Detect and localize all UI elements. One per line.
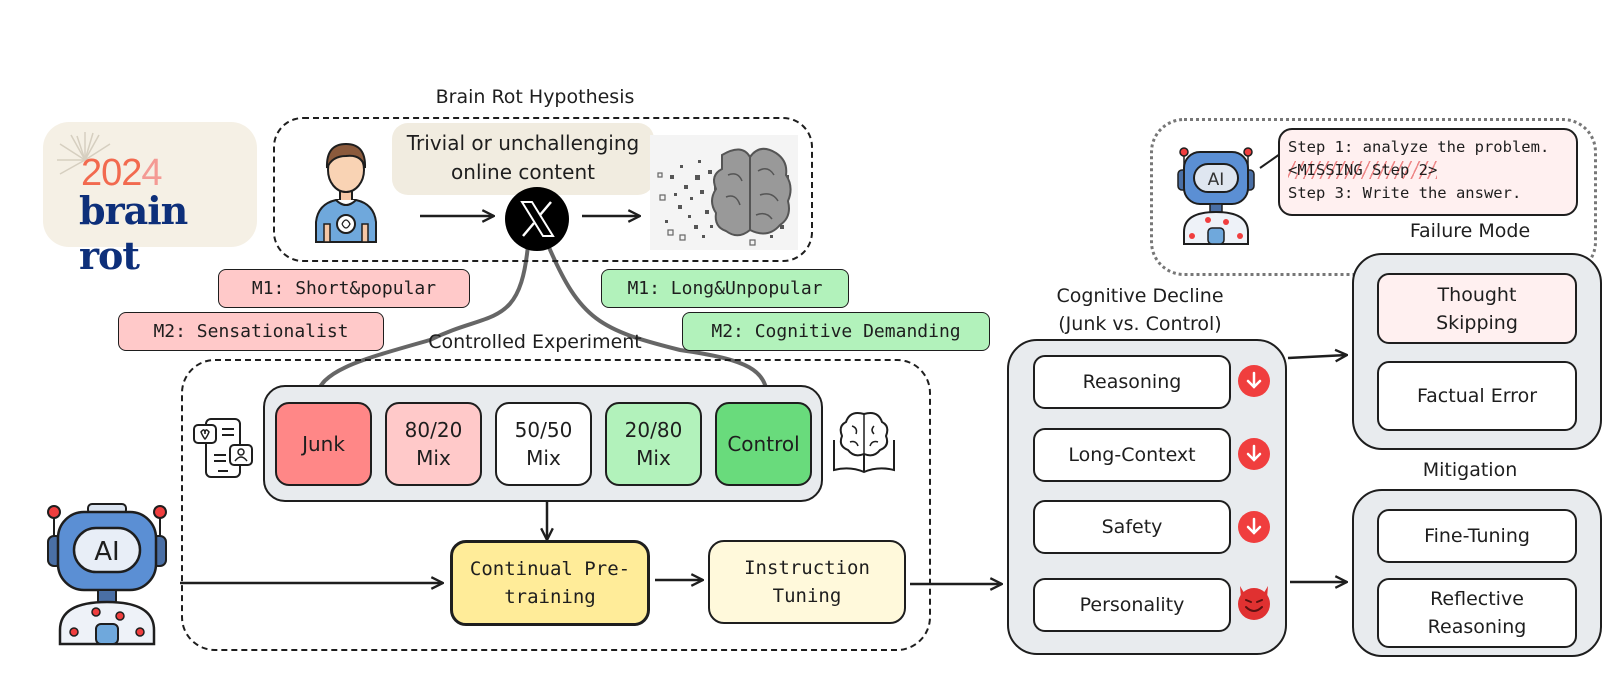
down-arrow-icon bbox=[1238, 365, 1270, 397]
control-metric-m1-tag: M1: Long&Unpopular bbox=[601, 269, 849, 308]
mixture-control-line1: Control bbox=[727, 432, 800, 456]
instruction-line1: Instruction bbox=[744, 557, 870, 579]
failure-item-line1: Thought bbox=[1437, 283, 1517, 306]
decline-item-label: Safety bbox=[1101, 516, 1163, 538]
ai-robot-icon: AI bbox=[47, 503, 167, 646]
mitigation-item-line1: Fine-Tuning bbox=[1424, 525, 1530, 547]
failure-mode-title: Failure Mode bbox=[1409, 220, 1531, 242]
mixture-control: Control bbox=[715, 402, 812, 486]
junk-metric-m2-tag: M2: Sensationalist bbox=[118, 312, 384, 351]
mixture-junk-line1: Junk bbox=[302, 432, 345, 456]
decline-item-label: Long-Context bbox=[1068, 444, 1196, 466]
decline-item-safety: Safety bbox=[1033, 500, 1231, 554]
mixture-20-80-line2: Mix bbox=[636, 446, 671, 470]
decline-title-line1: Cognitive Decline bbox=[1056, 285, 1224, 307]
bubble-step3: Step 3: Write the answer. bbox=[1288, 184, 1522, 202]
failure-item-line1: Factual Error bbox=[1416, 385, 1538, 407]
decline-item-long-context: Long-Context bbox=[1033, 428, 1231, 482]
pretraining-line2: training bbox=[504, 586, 596, 608]
arrow-x-to-junk bbox=[316, 244, 530, 398]
mitigation-title: Mitigation bbox=[1422, 459, 1518, 481]
mitigation-item-reflective-reasoning: Reflective Reasoning bbox=[1377, 578, 1577, 648]
bubble-step1: Step 1: analyze the problem. bbox=[1288, 138, 1550, 156]
mixture-50-50-line1: 50/50 bbox=[514, 418, 573, 442]
continual-pretraining-stage: Continual Pre- training bbox=[450, 540, 650, 626]
mitigation-item-line2: Reasoning bbox=[1427, 616, 1527, 638]
person-icon bbox=[315, 142, 377, 243]
reasoning-speech-bubble: Step 1: analyze the problem. <MISSING St… bbox=[1278, 128, 1578, 216]
devil-face-icon bbox=[1238, 586, 1270, 620]
down-arrow-icon bbox=[1238, 511, 1270, 543]
content-label-line2: online content bbox=[451, 160, 595, 184]
down-arrow-icon bbox=[1238, 438, 1270, 470]
hypothesis-group bbox=[273, 117, 813, 262]
social-media-phone-icon bbox=[193, 418, 253, 478]
decline-item-label: Personality bbox=[1079, 594, 1185, 616]
mitigation-item-line1: Reflective bbox=[1430, 588, 1524, 610]
disintegrating-brain-icon bbox=[650, 135, 798, 250]
failure-item-thought-skipping: Thought Skipping bbox=[1377, 273, 1577, 344]
decline-title-line2: (Junk vs. Control) bbox=[1058, 313, 1222, 335]
junk-metric-m1-label: M1: Short&popular bbox=[251, 278, 437, 299]
control-metric-m1-label: M1: Long&Unpopular bbox=[627, 278, 823, 299]
mixture-junk: Junk bbox=[275, 402, 372, 486]
mixture-50-50: 50/50 Mix bbox=[495, 402, 592, 486]
decline-title: Cognitive Decline (Junk vs. Control) bbox=[1030, 282, 1250, 338]
ai-robot-small-icon: AI bbox=[1177, 147, 1255, 245]
mixture-80-20-line1: 80/20 bbox=[404, 418, 463, 442]
instruction-line2: Tuning bbox=[772, 585, 842, 607]
mixture-50-50-line2: Mix bbox=[526, 446, 561, 470]
svg-text:AI: AI bbox=[94, 537, 119, 567]
failure-item-line2: Skipping bbox=[1436, 311, 1518, 334]
junk-metric-m1-tag: M1: Short&popular bbox=[218, 269, 470, 308]
online-content-label: Trivial or unchallenging online content bbox=[392, 123, 654, 195]
mixture-20-80: 20/80 Mix bbox=[605, 402, 702, 486]
brain-book-icon bbox=[833, 412, 895, 474]
experiment-title: Controlled Experiment bbox=[428, 331, 642, 353]
mixture-80-20: 80/20 Mix bbox=[385, 402, 482, 486]
experiment-group bbox=[181, 359, 931, 651]
mixture-20-80-line1: 20/80 bbox=[624, 418, 683, 442]
mixture-80-20-line2: Mix bbox=[416, 446, 451, 470]
x-logo-icon bbox=[505, 187, 569, 251]
junk-metric-m2-label: M2: Sensationalist bbox=[153, 321, 349, 342]
speech-bubble-tail bbox=[1259, 153, 1281, 169]
arrow-decline-to-failure bbox=[1287, 355, 1347, 358]
svg-text:AI: AI bbox=[1208, 170, 1225, 190]
content-label-line1: Trivial or unchallenging bbox=[406, 131, 640, 155]
decline-item-reasoning: Reasoning bbox=[1033, 355, 1231, 409]
logo-name: brain rot bbox=[79, 188, 188, 278]
arrow-x-to-control bbox=[546, 244, 768, 398]
bubble-missing-step: <MISSING Step 2> bbox=[1288, 161, 1438, 179]
logo-year: 2024 bbox=[81, 152, 163, 194]
hypothesis-title: Brain Rot Hypothesis bbox=[435, 86, 635, 108]
brain-rot-2024-logo: 2024 brain rot bbox=[43, 122, 257, 278]
decline-item-label: Reasoning bbox=[1082, 371, 1182, 393]
instruction-tuning-stage: Instruction Tuning bbox=[708, 540, 906, 624]
control-metric-m2-tag: M2: Cognitive Demanding bbox=[682, 312, 990, 351]
failure-item-factual-error: Factual Error bbox=[1377, 361, 1577, 431]
pretraining-line1: Continual Pre- bbox=[469, 558, 631, 580]
control-metric-m2-label: M2: Cognitive Demanding bbox=[711, 321, 961, 342]
mitigation-item-fine-tuning: Fine-Tuning bbox=[1377, 509, 1577, 563]
sparkle-icon bbox=[57, 132, 111, 175]
decline-item-personality: Personality bbox=[1033, 578, 1231, 632]
